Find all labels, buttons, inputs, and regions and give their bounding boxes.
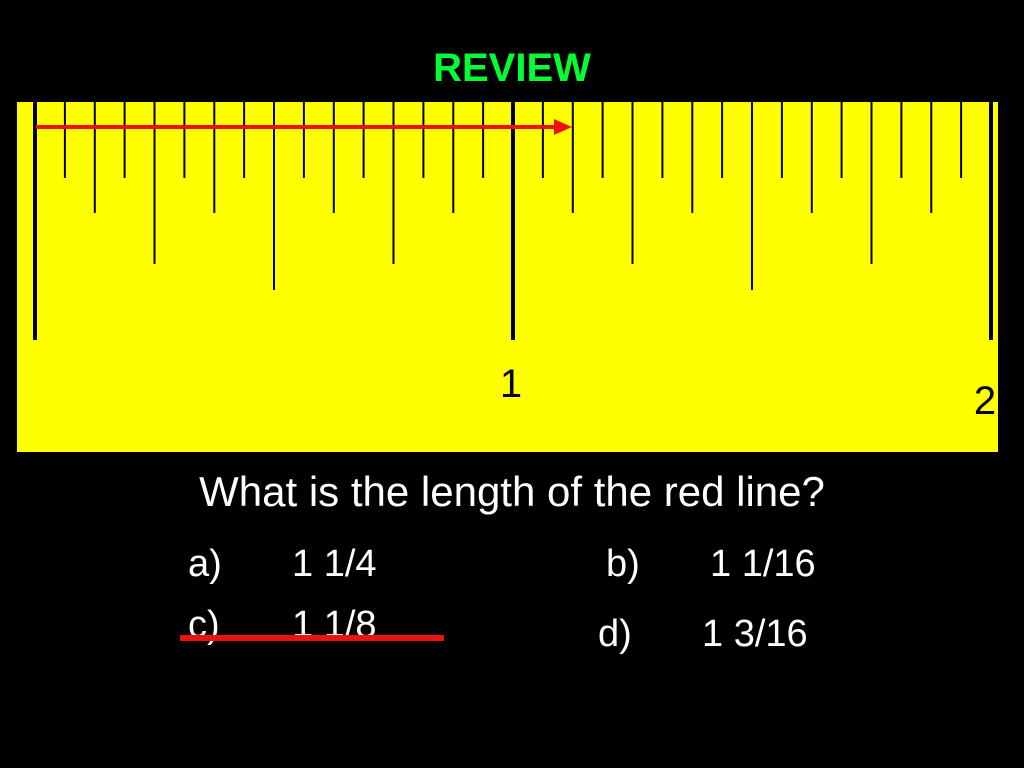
- option-d[interactable]: d) 1 3/16: [598, 612, 808, 656]
- red-arrow-head: [554, 119, 572, 135]
- ruler-body: [17, 102, 998, 452]
- option-b[interactable]: b) 1 1/16: [606, 542, 816, 586]
- option-b-letter: b): [606, 543, 640, 585]
- option-b-value: 1 1/16: [710, 543, 816, 585]
- option-d-letter: d): [598, 613, 632, 655]
- slide-title: REVIEW: [433, 46, 591, 90]
- option-a[interactable]: a) 1 1/4: [188, 542, 377, 586]
- option-a-letter: a): [188, 543, 222, 585]
- answer-underline-mark: [180, 635, 444, 641]
- inch-label-2: 2: [974, 379, 996, 423]
- question-text: What is the length of the red line?: [199, 468, 825, 515]
- option-d-value: 1 3/16: [702, 613, 808, 655]
- option-a-value: 1 1/4: [292, 543, 377, 585]
- inch-label-1: 1: [500, 362, 522, 406]
